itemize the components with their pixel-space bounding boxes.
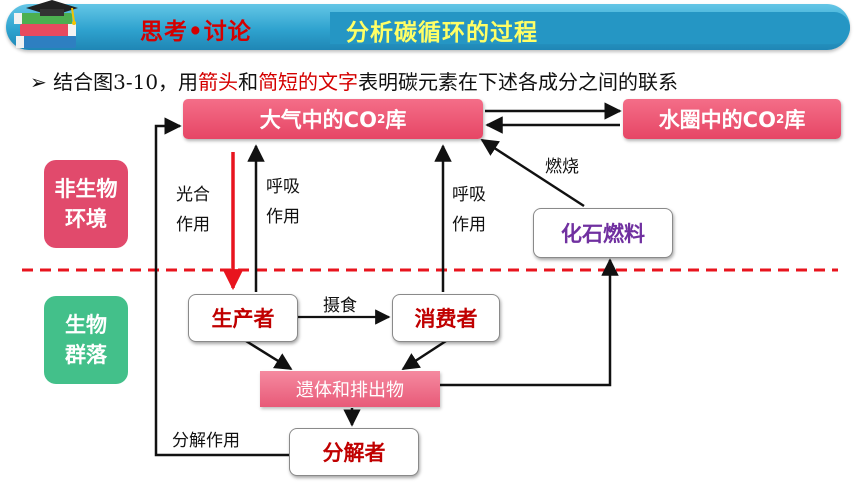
section-label: 思考•讨论 [140, 18, 252, 45]
hydrosphere-label-tail: 库 [784, 108, 806, 132]
photosynthesis-line2: 作用 [176, 215, 210, 235]
hydrosphere-subscript: 2 [775, 112, 785, 126]
producer-respiration-line1: 呼吸 [266, 177, 300, 197]
instruction-highlight-arrow: 箭头 [198, 70, 239, 94]
remains-node: 遗体和排出物 [260, 371, 440, 407]
arrow-consumer-to-remains [401, 339, 447, 371]
fossil-fuel-node: 化石燃料 [533, 208, 673, 258]
photosynthesis-label: 光合 作用 [176, 180, 210, 240]
consumer-node: 消费者 [392, 294, 500, 342]
hydrosphere-label: 水圈中的CO [658, 108, 776, 132]
instruction-suffix: 表明碳元素在下述各成分之间的联系 [358, 70, 679, 94]
producer-node: 生产者 [188, 294, 298, 342]
consumer-respiration-line1: 呼吸 [452, 185, 486, 205]
env-label-line2: 环境 [65, 207, 107, 231]
producer-respiration-line2: 作用 [266, 207, 300, 227]
consumer-respiration-label: 呼吸 作用 [452, 180, 486, 240]
atmosphere-subscript: 2 [376, 112, 386, 126]
header-ribbon [330, 12, 850, 44]
decomposer-node: 分解者 [289, 428, 419, 476]
abiotic-environment-label: 非生物环境 [44, 160, 128, 248]
biotic-community-label: 生物群落 [44, 296, 128, 384]
arrow-producer-to-remains [245, 339, 293, 371]
env-label-line1: 非生物 [54, 177, 118, 201]
consumer-respiration-line2: 作用 [452, 215, 486, 235]
ingestion-label: 摄食 [323, 296, 357, 316]
instruction-highlight-text: 简短的文字 [258, 70, 359, 94]
comm-label-line1: 生物 [65, 313, 107, 337]
instruction-prefix: 结合图3-10，用 [53, 70, 199, 94]
arrow-remains-to-fossil [440, 258, 619, 387]
comm-label-line2: 群落 [65, 343, 107, 367]
combustion-label: 燃烧 [545, 157, 579, 177]
arrow-combustion [480, 138, 585, 208]
atmosphere-label-tail: 库 [385, 108, 407, 132]
decomposition-label: 分解作用 [172, 431, 240, 451]
instruction-middle: 和 [238, 70, 259, 94]
photosynthesis-line1: 光合 [176, 185, 210, 205]
arrow-decomposition [154, 117, 289, 457]
instruction-text: ➢ 结合图3-10，用箭头和简短的文字表明碳元素在下述各成分之间的联系 [30, 66, 678, 95]
producer-respiration-label: 呼吸 作用 [266, 172, 300, 232]
books-graduation-cap-icon [6, 0, 90, 54]
bullet-arrow-icon: ➢ [30, 70, 47, 94]
page-title: 分析碳循环的过程 [346, 20, 538, 46]
atmosphere-label: 大气中的CO [259, 108, 377, 132]
